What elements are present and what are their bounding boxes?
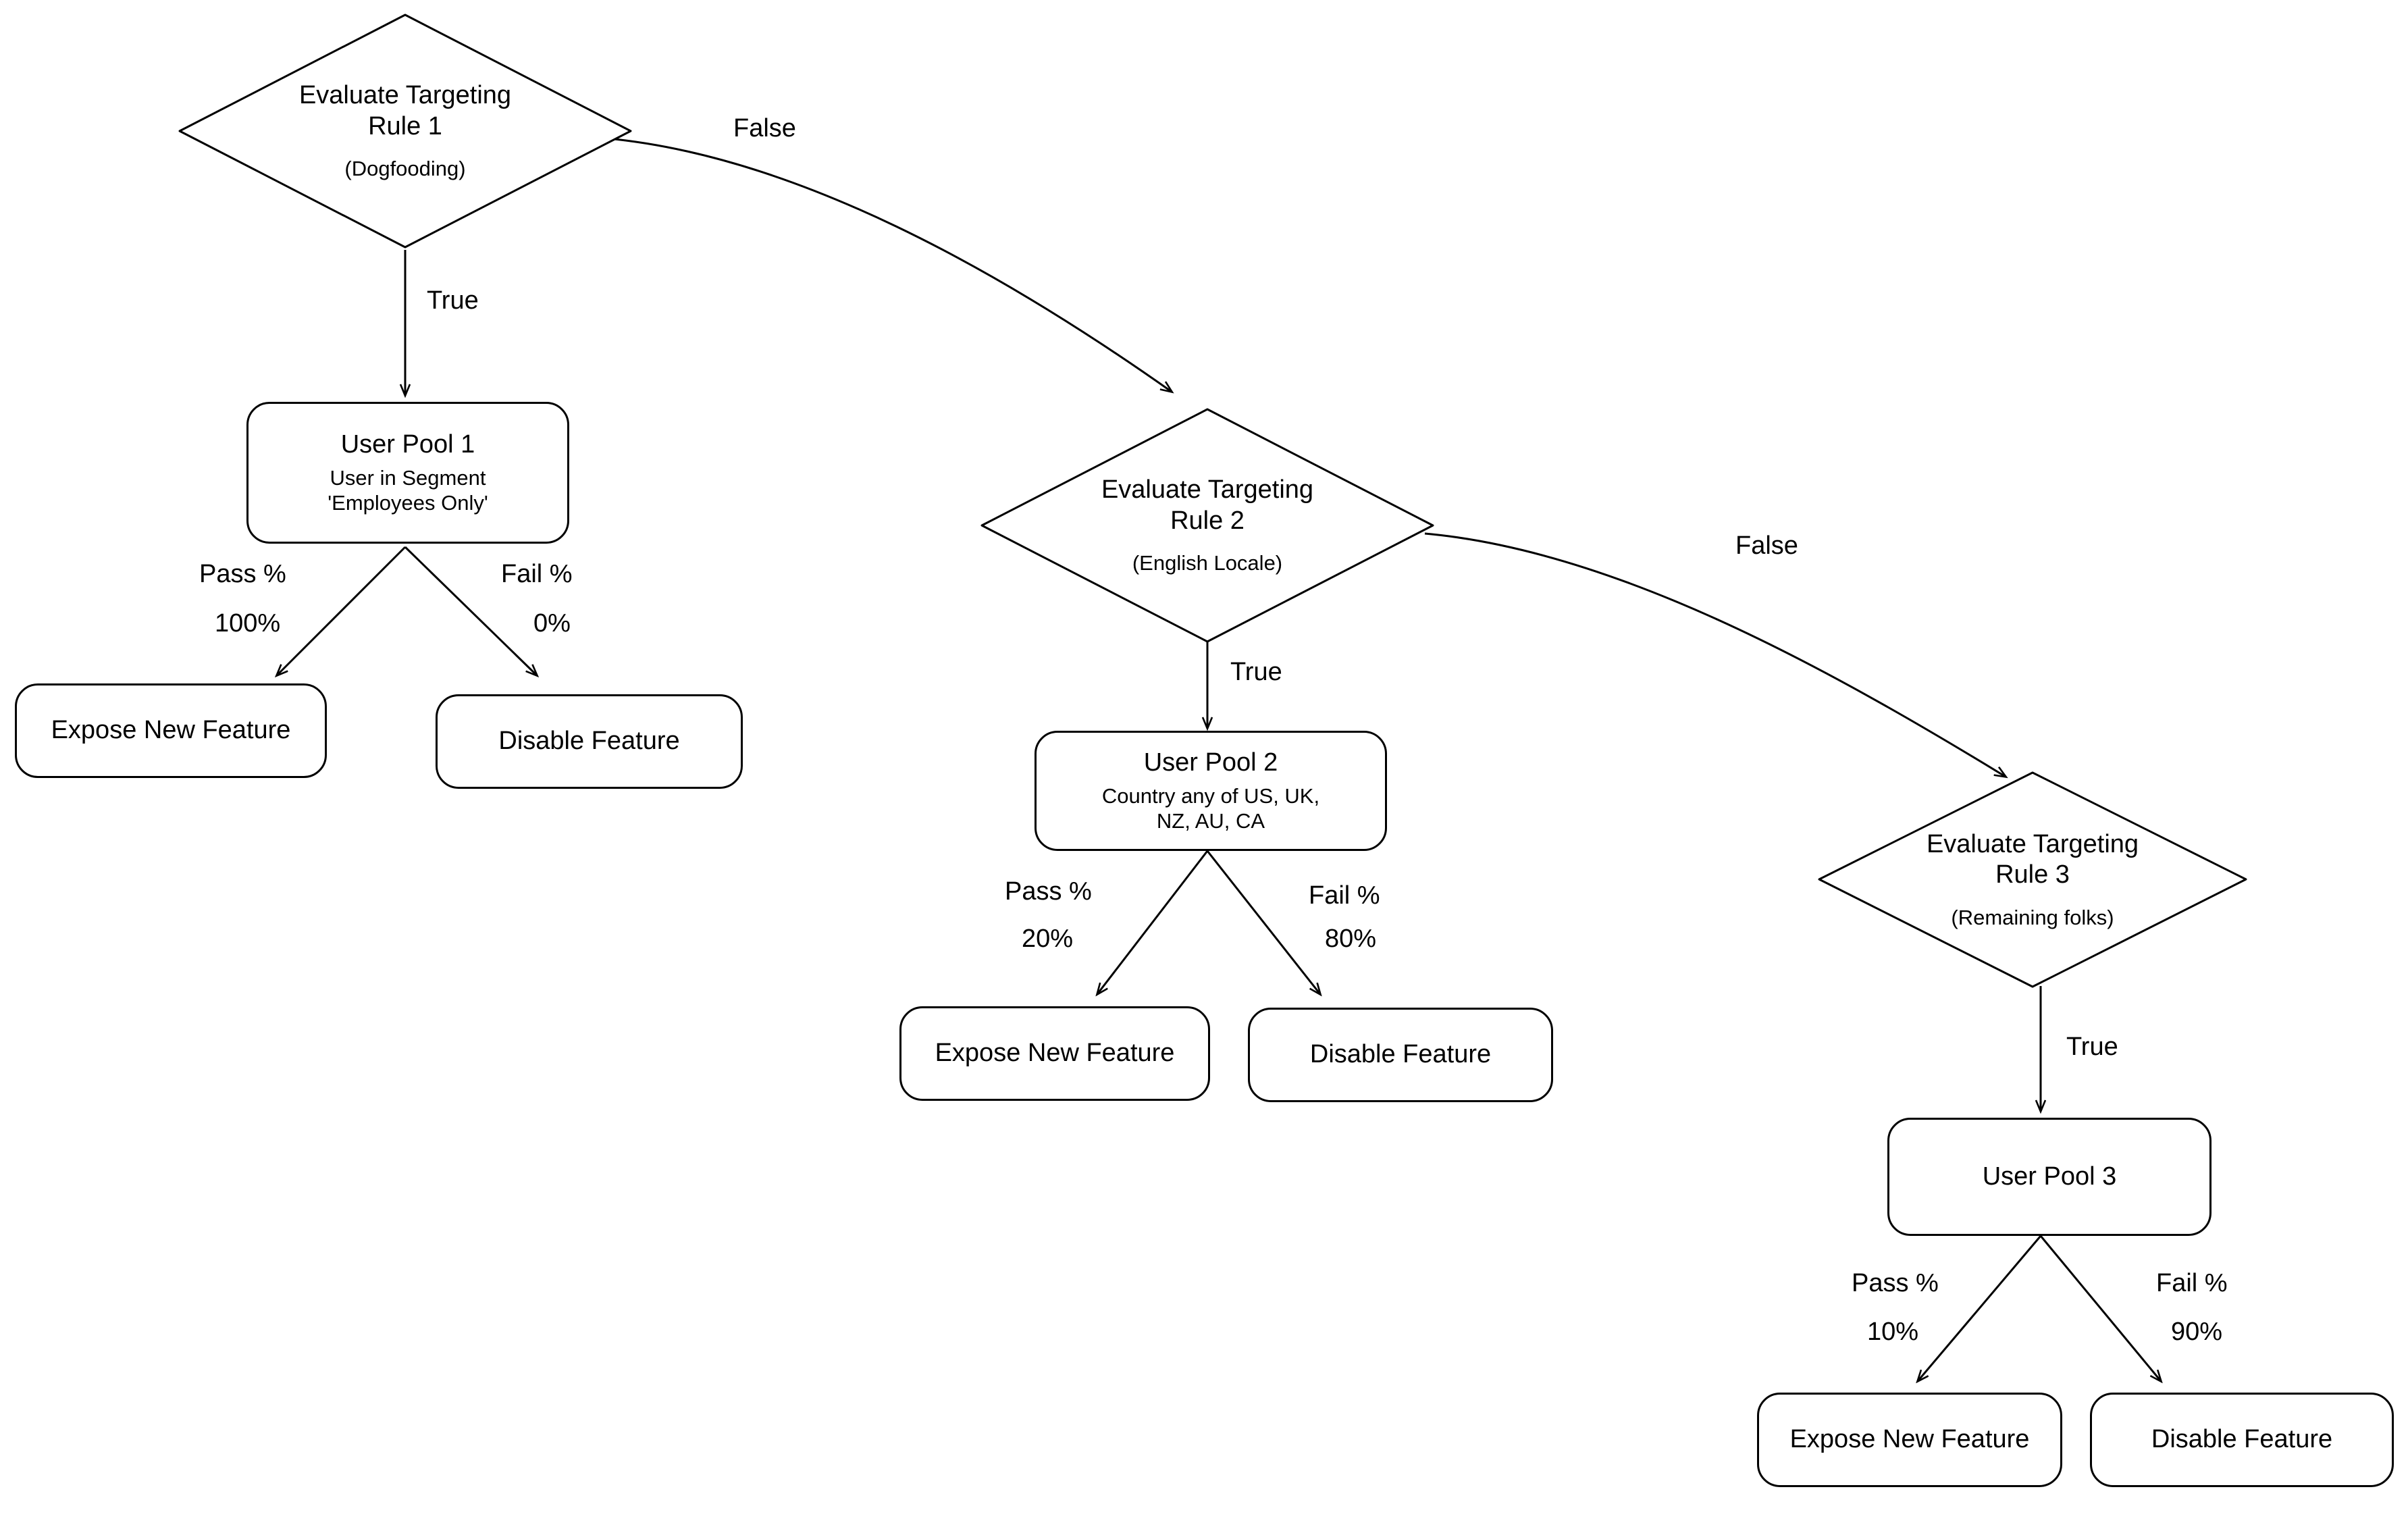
- edge-label-pool2-pass: Pass %: [1005, 877, 1092, 906]
- node-user-pool-1[interactable]: User Pool 1 User in Segment 'Employees O…: [246, 402, 569, 544]
- edge-rule1-false: [607, 137, 1172, 392]
- edge-label-pool3-fail-value: 90%: [2171, 1318, 2223, 1346]
- edge-pool2-pass: [1097, 850, 1209, 994]
- node-subtitle: Country any of US, UK, NZ, AU, CA: [1101, 784, 1320, 833]
- node-subtitle: (English Locale): [1132, 551, 1283, 575]
- node-disable-feature-2[interactable]: Disable Feature: [1248, 1008, 1553, 1102]
- edge-label-pool3-pass: Pass %: [1852, 1269, 1939, 1297]
- node-title: User Pool 1: [340, 430, 475, 459]
- edge-pool3-pass: [1918, 1235, 2042, 1381]
- node-expose-new-feature-2[interactable]: Expose New Feature: [899, 1006, 1210, 1101]
- edge-label-pool2-pass-value: 20%: [1022, 925, 1074, 953]
- edge-label-rule3-true: True: [2066, 1033, 2118, 1061]
- node-rule-2[interactable]: Evaluate Targeting Rule 2 (English Local…: [979, 407, 1436, 644]
- node-user-pool-3[interactable]: User Pool 3: [1887, 1118, 2211, 1236]
- edge-label-rule2-false: False: [1735, 532, 1798, 560]
- node-rule-1[interactable]: Evaluate Targeting Rule 1 (Dogfooding): [177, 12, 633, 250]
- node-title: Expose New Feature: [935, 1039, 1175, 1068]
- diamond-shape: [980, 408, 1434, 643]
- node-title: User Pool 2: [1143, 748, 1278, 777]
- node-title: Disable Feature: [2151, 1425, 2333, 1454]
- edge-label-pool1-pass: Pass %: [199, 560, 286, 588]
- edge-label-pool3-fail: Fail %: [2156, 1269, 2228, 1297]
- node-subtitle: User in Segment 'Employees Only': [328, 466, 488, 515]
- node-title: Evaluate Targeting Rule 3: [1926, 829, 2139, 889]
- node-user-pool-2[interactable]: User Pool 2 Country any of US, UK, NZ, A…: [1035, 731, 1387, 851]
- edge-label-rule1-false: False: [733, 114, 796, 142]
- node-disable-feature-3[interactable]: Disable Feature: [2090, 1393, 2394, 1487]
- edge-pool2-fail: [1206, 850, 1320, 994]
- node-subtitle: (Dogfooding): [344, 157, 466, 181]
- edge-label-rule2-true: True: [1230, 658, 1282, 686]
- node-disable-feature-1[interactable]: Disable Feature: [436, 694, 743, 789]
- node-rule-3[interactable]: Evaluate Targeting Rule 3 (Remaining fol…: [1816, 770, 2249, 989]
- node-title: User Pool 3: [1982, 1162, 2117, 1191]
- edge-label-pool1-fail-value: 0%: [533, 609, 571, 638]
- edge-label-rule1-true: True: [427, 286, 479, 315]
- node-title: Disable Feature: [1309, 1040, 1492, 1069]
- node-expose-new-feature-1[interactable]: Expose New Feature: [15, 683, 327, 778]
- diamond-shape: [1818, 771, 2247, 988]
- node-title: Disable Feature: [498, 727, 680, 756]
- diamond-shape: [178, 14, 632, 249]
- edge-label-pool1-fail: Fail %: [501, 560, 573, 588]
- node-title: Expose New Feature: [51, 716, 291, 745]
- edge-label-pool3-pass-value: 10%: [1867, 1318, 1919, 1346]
- node-title: Expose New Feature: [1789, 1425, 2030, 1454]
- node-title: Evaluate Targeting Rule 2: [1101, 475, 1314, 535]
- edge-label-pool2-fail-value: 80%: [1325, 925, 1377, 953]
- edge-label-pool2-fail: Fail %: [1309, 881, 1380, 910]
- node-expose-new-feature-3[interactable]: Expose New Feature: [1757, 1393, 2062, 1487]
- edge-rule2-false: [1424, 532, 2006, 777]
- node-subtitle: (Remaining folks): [1951, 905, 2114, 929]
- edge-pool1-pass: [277, 546, 407, 675]
- edge-label-pool1-pass-value: 100%: [215, 609, 281, 638]
- edge-pool3-fail: [2039, 1235, 2161, 1381]
- node-title: Evaluate Targeting Rule 1: [298, 81, 512, 140]
